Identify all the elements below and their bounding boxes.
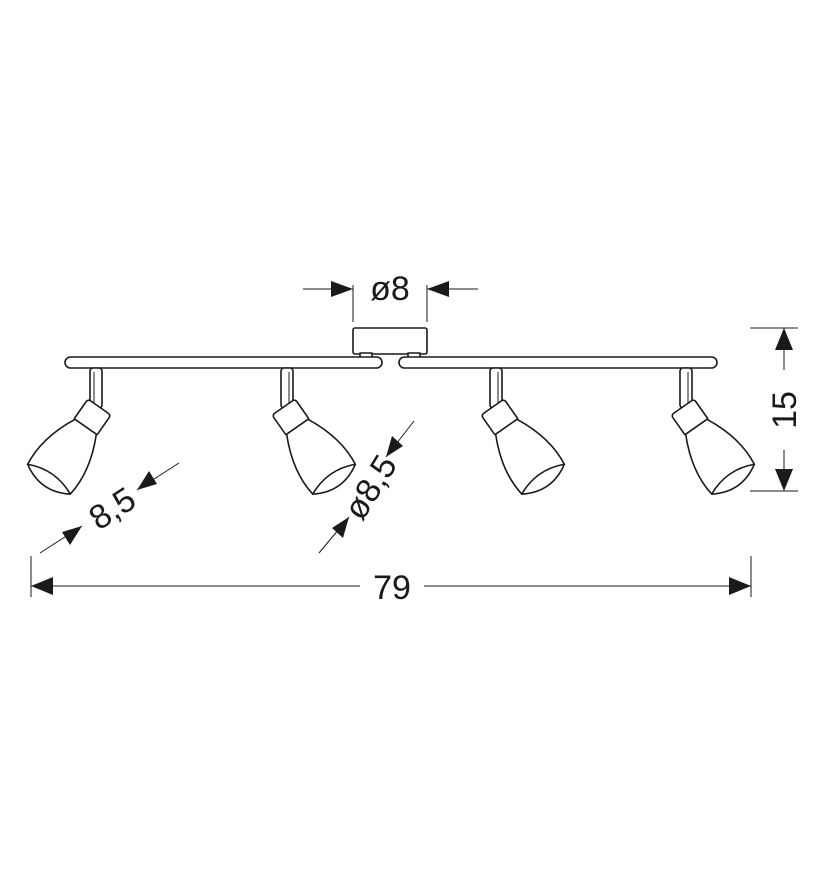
spot-lamp-2 [272, 367, 357, 495]
spot-lamp-1 [26, 367, 111, 495]
dimension-base-diameter: ø8 [303, 270, 478, 322]
ceiling-base [352, 327, 428, 360]
spot-lamp-3 [481, 367, 566, 495]
base-diameter-label: ø8 [370, 270, 410, 308]
spot-lamp-4 [671, 367, 756, 495]
height-label: 15 [766, 391, 804, 429]
dimension-total-length: 79 [30, 556, 752, 607]
left-bar [64, 356, 383, 369]
total-length-label: 79 [373, 569, 411, 607]
right-bar [398, 356, 718, 369]
shade-length-label: 8,5 [82, 480, 142, 538]
dimension-height: 15 [750, 327, 804, 492]
